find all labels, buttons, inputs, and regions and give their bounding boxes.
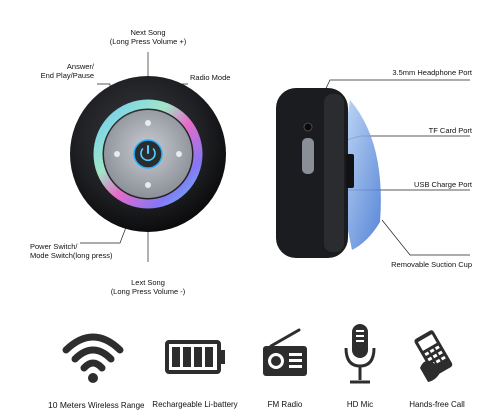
speaker-front-view [70, 76, 226, 232]
feature-label: HD Mic [346, 400, 374, 409]
suction-cup-label: Removable Suction Cup [391, 260, 472, 269]
feature-battery: Rechargeable Li-battery [150, 318, 240, 413]
feature-hands-free: Hands-free Call [394, 318, 480, 413]
feature-fm-radio: FM Radio [245, 318, 325, 413]
answer-label: Answer/ End Play/Pause [40, 62, 94, 80]
radio-mode-label: Radio Mode [190, 73, 231, 82]
feature-label: 10 Meters Wireless Range [48, 400, 145, 410]
radio-icon [263, 328, 307, 376]
battery-icon [165, 340, 225, 374]
phone-in-hand-icon [414, 330, 453, 382]
feature-hd-mic: HD Mic [320, 318, 400, 413]
speaker-side-view [276, 88, 381, 258]
feature-label: FM Radio [267, 400, 303, 409]
last-song-label: Lext Song (Long Press Volume -) [110, 278, 186, 296]
next-song-label: Next Song (Long Press Volume +) [109, 28, 187, 46]
feature-label: Hands-free Call [409, 400, 465, 409]
tf-card-port-label: TF Card Port [428, 126, 472, 135]
headphone-port-label: 3.5mm Headphone Port [392, 68, 472, 77]
feature-label: Rechargeable Li-battery [152, 400, 238, 409]
usb-charge-port-label: USB Charge Port [414, 180, 472, 189]
microphone-icon [344, 324, 376, 384]
feature-wireless-range: 10 Meters Wireless Range [48, 318, 145, 413]
power-switch-label: Power Switch/ Mode Switch(long press) [30, 242, 113, 260]
wifi-icon [62, 333, 124, 383]
